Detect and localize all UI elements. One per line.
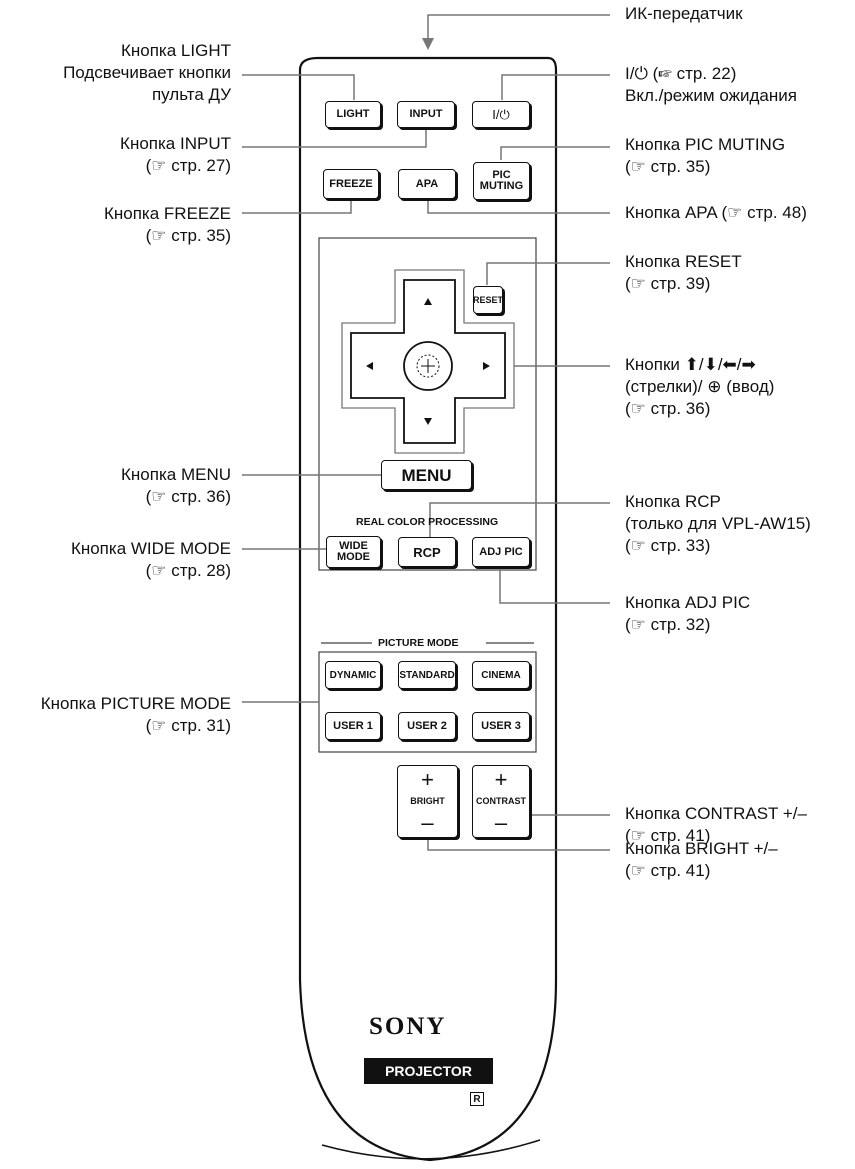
callout-pic-muting-title: Кнопка PIC MUTING [625,135,786,154]
reset-button[interactable]: RESET [473,286,503,314]
callout-wide-mode: Кнопка WIDE MODE (☞ стр. 28) [71,538,231,582]
callout-power: I/⏻ (☞ стр. 22) Вкл./режим ожидания [625,63,797,107]
apa-button[interactable]: APA [398,169,456,199]
callout-apa: Кнопка APA (☞ стр. 48) [625,202,807,224]
callout-bright: Кнопка BRIGHT +/– (☞ стр. 41) [625,838,778,882]
callout-reset: Кнопка RESET (☞ стр. 39) [625,251,742,295]
bright-plus-icon: + [421,767,434,792]
callout-arrows-desc: (стрелки)/ ⊕ (ввод) [625,377,775,396]
callout-ir-transmitter: ИК-передатчик [625,3,743,25]
callout-rcp: Кнопка RCP (только для VPL-AW15) (☞ стр.… [625,491,811,557]
callout-contrast-page: (☞ стр. 41) [625,826,711,845]
callout-bright-title: Кнопка BRIGHT +/– [625,839,778,858]
callout-input-title: Кнопка INPUT [120,134,231,153]
callout-arrows: Кнопки ⬆/⬇/⬅/➡ (стрелки)/ ⊕ (ввод) (☞ ст… [625,354,774,420]
callout-rcp-page: (☞ стр. 33) [625,536,711,555]
wide-mode-label-1: WIDE [339,540,368,552]
menu-button[interactable]: MENU [381,460,472,490]
contrast-label: CONTRAST [476,796,526,806]
adj-pic-button[interactable]: ADJ PIC [472,537,530,567]
ir-arrow-icon [422,38,434,50]
callout-menu: Кнопка MENU (☞ стр. 36) [121,464,231,508]
user3-button[interactable]: USER 3 [472,712,530,740]
dpad-frame [341,269,515,454]
bright-label: BRIGHT [410,796,445,806]
power-button[interactable]: I/⏻ [472,101,530,128]
callout-adj-pic-title: Кнопка ADJ PIC [625,593,751,612]
callout-light-title: Кнопка LIGHT [120,41,231,60]
bright-button[interactable]: + BRIGHT – [397,765,458,838]
pic-muting-button[interactable]: PIC MUTING [473,162,530,200]
callout-input: Кнопка INPUT (☞ стр. 27) [120,133,231,177]
callout-arrows-title: Кнопки ⬆/⬇/⬅/➡ [625,355,756,374]
callout-bright-page: (☞ стр. 41) [625,861,711,880]
user1-button[interactable]: USER 1 [325,712,381,740]
callout-contrast-title: Кнопка CONTRAST +/– [625,804,807,823]
callout-pic-muting: Кнопка PIC MUTING (☞ стр. 35) [625,134,785,178]
input-button[interactable]: INPUT [397,101,455,128]
wide-mode-button[interactable]: WIDE MODE [326,536,381,568]
callout-freeze-page: (☞ стр. 35) [145,226,231,245]
callout-light-desc2: пульта ДУ [151,85,231,104]
callout-pic-muting-page: (☞ стр. 35) [625,157,711,176]
callout-input-page: (☞ стр. 27) [145,156,231,175]
pic-muting-label-1: PIC [492,169,511,181]
contrast-button[interactable]: + CONTRAST – [472,765,530,838]
cinema-button[interactable]: CINEMA [472,661,530,689]
contrast-plus-icon: + [494,767,508,792]
light-button[interactable]: LIGHT [325,101,381,128]
dynamic-button[interactable]: DYNAMIC [325,661,381,689]
pic-muting-label-2: MUTING [479,180,524,192]
callout-reset-title: Кнопка RESET [625,252,742,271]
callout-picture-mode-title: Кнопка PICTURE MODE [40,694,231,713]
callout-freeze-title: Кнопка FREEZE [103,204,231,223]
callout-light-desc: Подсвечивает кнопки [63,63,231,82]
right-arrow-icon [483,362,490,370]
callout-adj-pic-page: (☞ стр. 32) [625,615,711,634]
remote-body [298,56,558,1162]
callout-wide-mode-title: Кнопка WIDE MODE [70,539,231,558]
callout-picture-mode-page: (☞ стр. 31) [145,716,231,735]
projector-label: PROJECTOR [364,1058,493,1084]
callout-ir-title: ИК-передатчик [625,4,743,23]
left-arrow-icon [366,362,373,370]
bright-minus-icon: – [421,810,434,835]
callout-apa-title: Кнопка APA (☞ стр. 48) [625,203,807,222]
wide-mode-label-2: MODE [337,551,370,563]
callout-power-title: I/⏻ (☞ стр. 22) [625,64,737,83]
callout-menu-page: (☞ стр. 36) [145,487,231,506]
real-color-processing-label: REAL COLOR PROCESSING [356,516,499,528]
rcp-button[interactable]: RCP [398,537,456,567]
callout-arrows-page: (☞ стр. 36) [625,399,711,418]
callout-rcp-title: Кнопка RCP [625,492,721,511]
contrast-minus-icon: – [494,810,508,835]
callout-contrast: Кнопка CONTRAST +/– (☞ стр. 41) [625,803,807,847]
standard-button[interactable]: STANDARD [398,661,456,689]
user2-button[interactable]: USER 2 [398,712,456,740]
callout-light: Кнопка LIGHT Подсвечивает кнопки пульта … [63,40,231,106]
callout-picture-mode: Кнопка PICTURE MODE (☞ стр. 31) [41,693,231,737]
freeze-button[interactable]: FREEZE [323,169,379,199]
ir-badge-icon: R [470,1092,484,1106]
picture-mode-label: PICTURE MODE [378,637,459,649]
callout-power-desc: Вкл./режим ожидания [625,86,797,105]
callout-wide-mode-page: (☞ стр. 28) [145,561,231,580]
down-arrow-icon [424,418,432,425]
callout-reset-page: (☞ стр. 39) [625,274,711,293]
sony-logo: SONY [369,1013,447,1040]
navigation-panel [318,237,537,571]
callout-freeze: Кнопка FREEZE (☞ стр. 35) [104,203,231,247]
callout-menu-title: Кнопка MENU [121,465,231,484]
callout-adj-pic: Кнопка ADJ PIC (☞ стр. 32) [625,592,750,636]
callout-rcp-note: (только для VPL-AW15) [625,514,811,533]
up-arrow-icon [424,298,432,305]
